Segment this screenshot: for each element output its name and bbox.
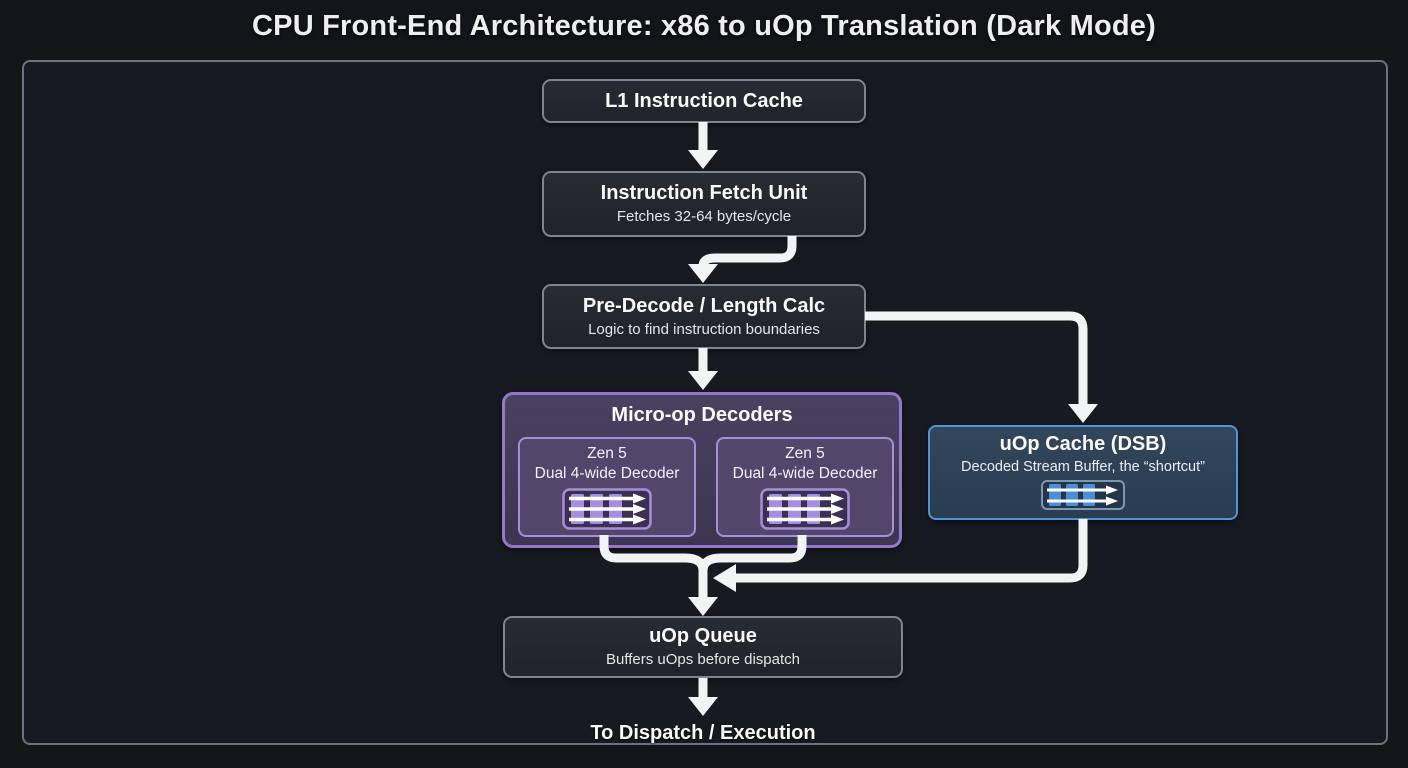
node-title: Instruction Fetch Unit [600,182,808,205]
dispatch-execution-label: To Dispatch / Execution [590,722,816,744]
node-uop-queue: uOp Queue Buffers uOps before dispatch [503,616,903,678]
node-title: uOp Queue [649,625,757,648]
node-micro-op-decoders: Micro-op Decoders Zen 5 Dual 4-wide Deco… [502,392,902,548]
decoder-pipes-arrows-icon [562,488,652,530]
node-zen5-decoder-2: Zen 5 Dual 4-wide Decoder [716,437,894,537]
node-subtitle: Decoded Stream Buffer, the “shortcut” [961,459,1205,475]
decoder-pipes-arrows-icon [760,488,850,530]
page-title: CPU Front-End Architecture: x86 to uOp T… [252,10,1156,42]
decoder-line2: Dual 4-wide Decoder [534,465,680,483]
node-subtitle: Buffers uOps before dispatch [605,651,800,669]
node-title: uOp Cache (DSB) [999,433,1167,455]
decoder-line1: Zen 5 [587,445,627,462]
node-uop-cache-dsb: uOp Cache (DSB) Decoded Stream Buffer, t… [928,425,1238,520]
node-l1-instruction-cache: L1 Instruction Cache [542,79,866,123]
node-subtitle: Logic to find instruction boundaries [588,320,820,338]
node-zen5-decoder-1: Zen 5 Dual 4-wide Decoder [518,437,696,537]
decoder-line1: Zen 5 [785,445,825,462]
group-title: Micro-op Decoders [611,404,793,426]
node-instruction-fetch-unit: Instruction Fetch Unit Fetches 32-64 byt… [542,171,866,237]
node-title: Pre-Decode / Length Calc [582,294,826,317]
cache-pipes-arrows-icon [1041,479,1125,510]
decoder-line2: Dual 4-wide Decoder [732,465,878,483]
node-title: L1 Instruction Cache [605,89,803,112]
node-subtitle: Fetches 32-64 bytes/cycle [616,208,792,226]
node-predecode-length-calc: Pre-Decode / Length Calc Logic to find i… [542,284,866,349]
